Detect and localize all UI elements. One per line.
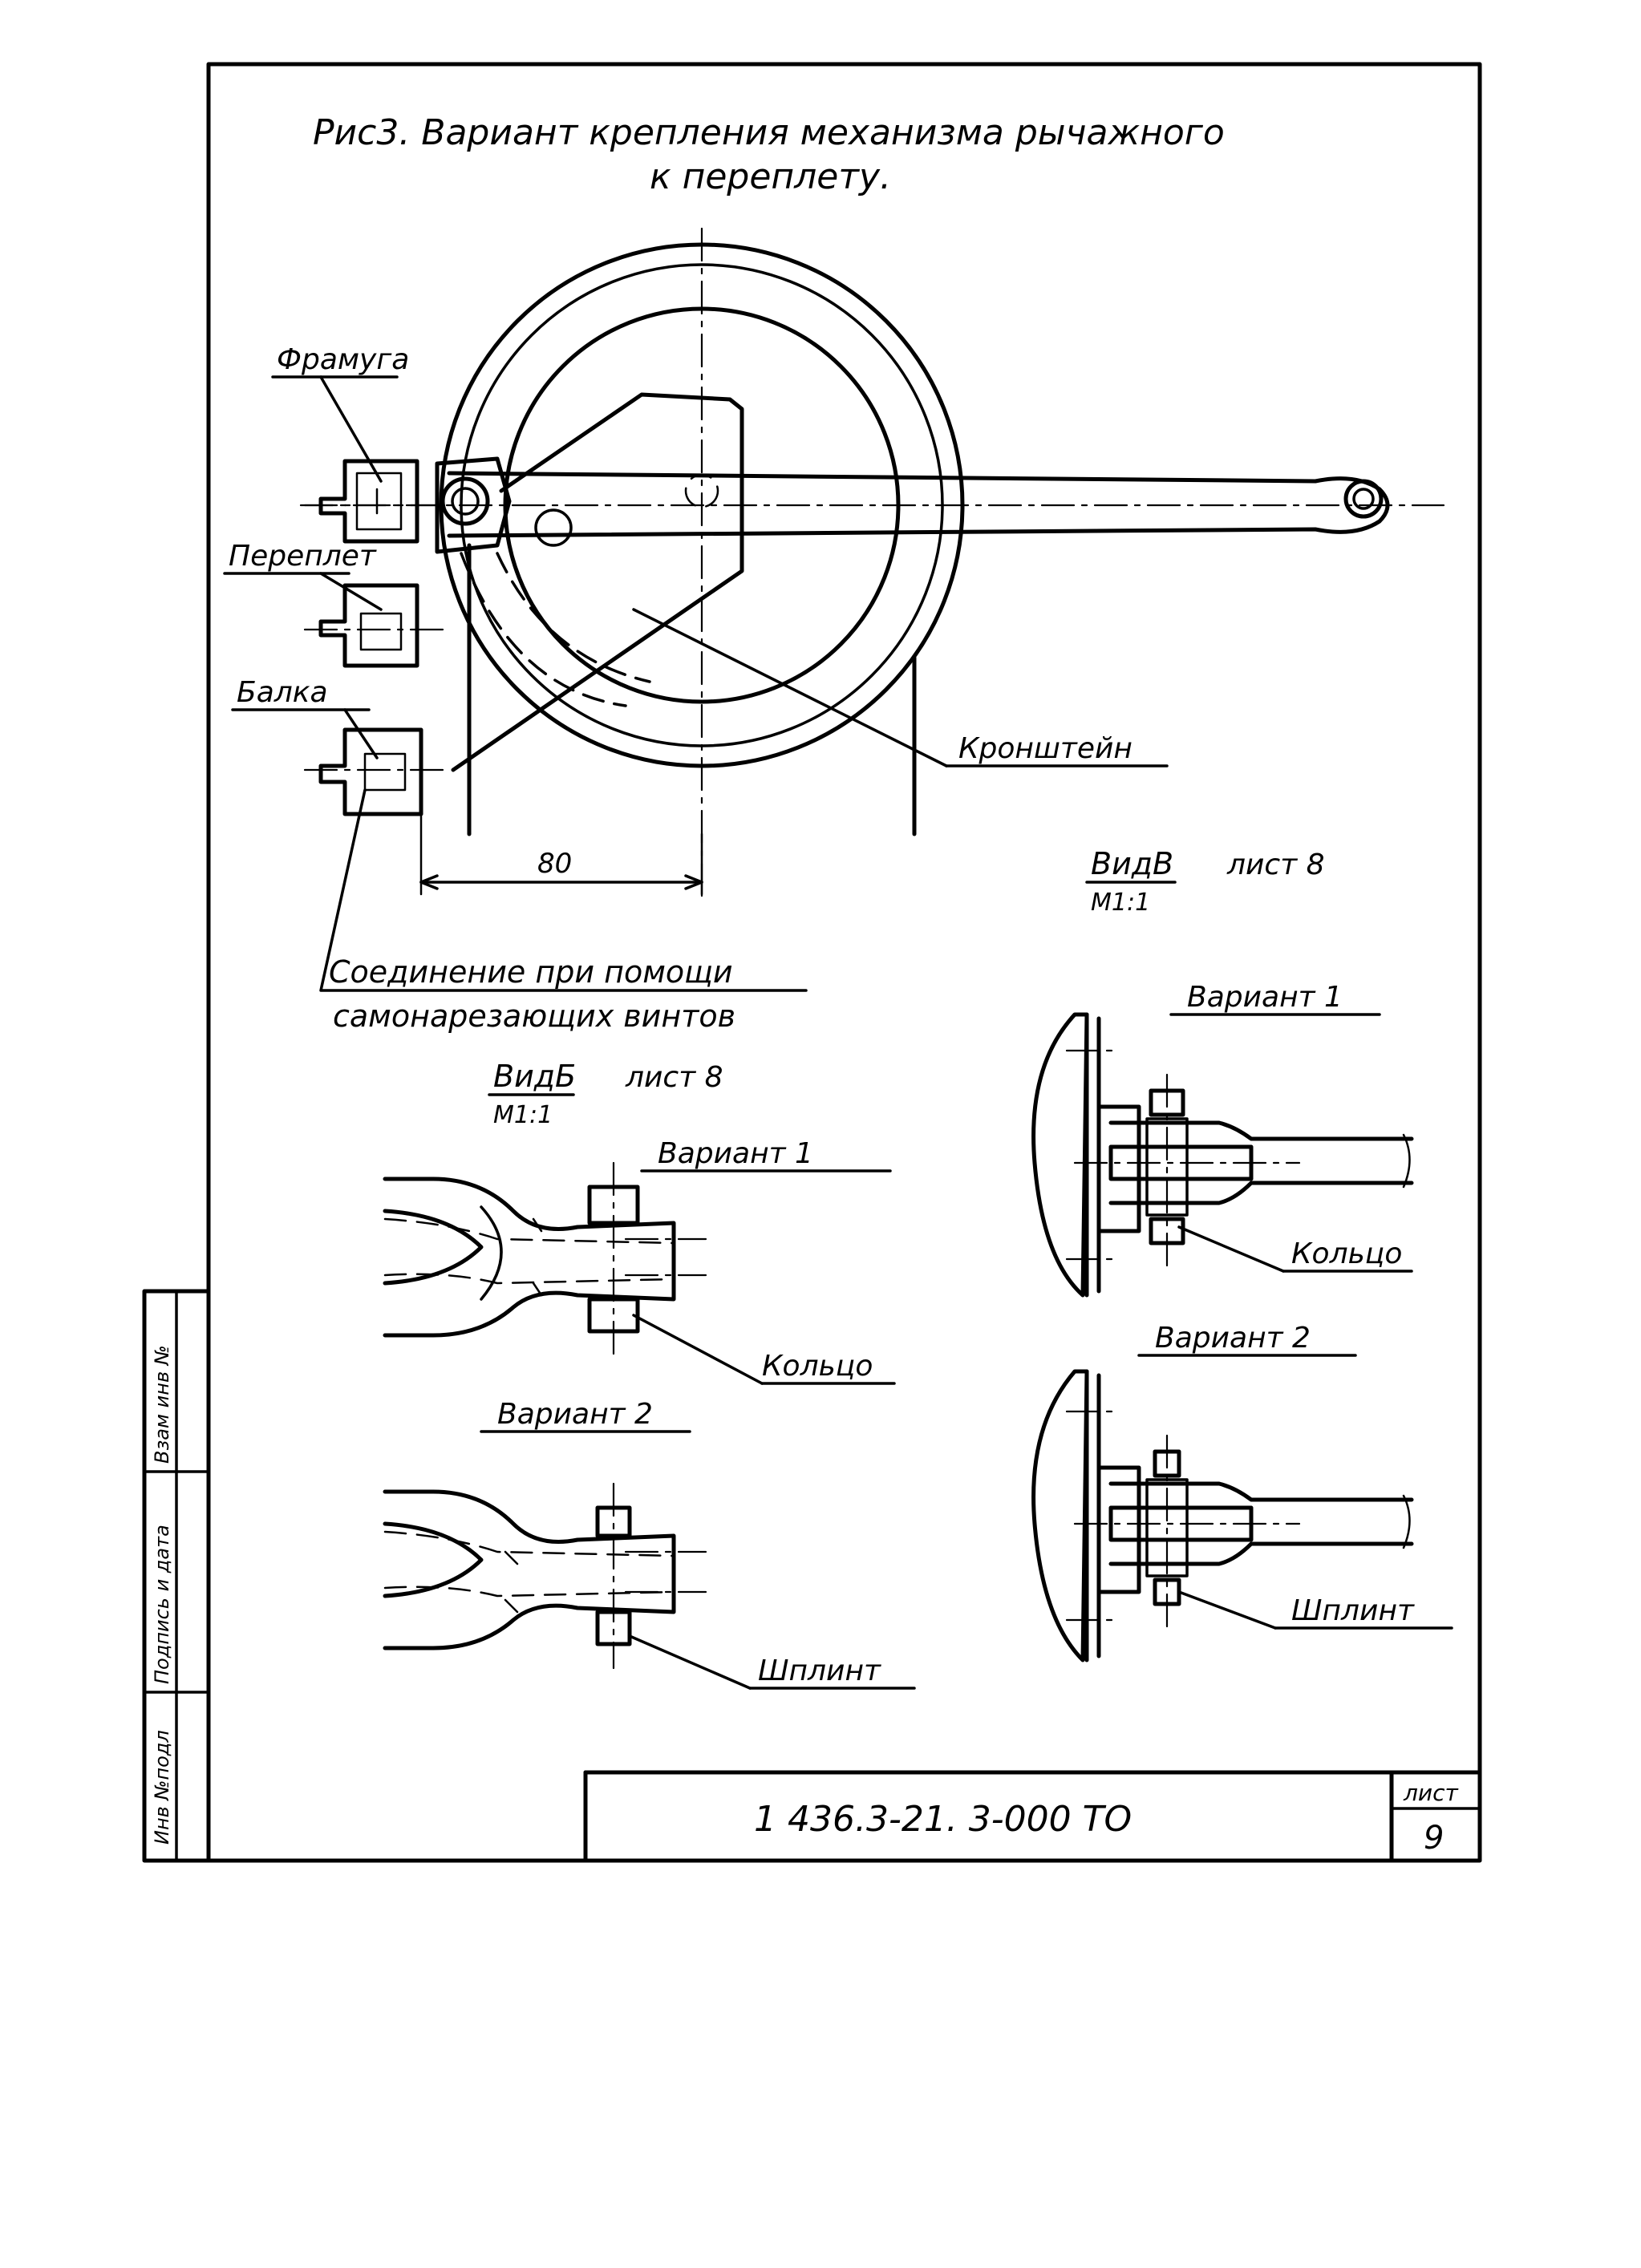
view-b-scale: М1:1 (493, 1101, 553, 1129)
figure-title-line1: Рис3. Вариант крепления механизма рычажн… (313, 112, 1225, 153)
stamp-vzam-inv: Взам инв № (151, 1345, 173, 1464)
view-b-sheet-ref: лист 8 (625, 1061, 723, 1094)
view-v: ВидВ М1:1 лист 8 Вариант 1 Кольцо Вар (1031, 846, 1453, 1663)
sheet-label: лист (1403, 1780, 1458, 1806)
lever-hole (534, 508, 573, 547)
lever-arm (435, 456, 1390, 554)
view-v-variant2-title: Вариант 2 (1155, 1322, 1311, 1355)
dimension-80: 80 (419, 812, 703, 896)
stamp-inv-podl: Инв №подл (151, 1730, 173, 1845)
dimension-label: 80 (537, 848, 572, 880)
profile-balka (303, 727, 451, 816)
sheet-frame (142, 62, 1482, 1863)
view-b-fork-variant1 (383, 1161, 707, 1357)
view-v-scale: М1:1 (1091, 889, 1150, 917)
label-framuga: Фрамуга (277, 343, 409, 376)
kronshtein-bracket (451, 392, 917, 836)
label-pereplet: Переплет (229, 540, 377, 573)
view-v-variant2-callout: Шплинт (1291, 1594, 1415, 1627)
view-v-variant1-callout: Кольцо (1291, 1237, 1402, 1270)
view-b-variant1-title: Вариант 1 (658, 1137, 813, 1170)
lever-pivot-eye (440, 476, 490, 526)
view-v-variant2 (1031, 1369, 1414, 1663)
profile-pereplet (303, 583, 451, 668)
lever-end-eye (1343, 479, 1384, 519)
view-b-fork-variant2 (383, 1482, 707, 1670)
view-b: ВидБ М1:1 лист 8 Вариант 1 Кольцо Вариан… (383, 1059, 916, 1690)
label-kronshtein: Кронштейн (958, 732, 1132, 765)
stamp-podpis-data: Подпись и дата (151, 1525, 173, 1684)
view-v-variant1 (1031, 1012, 1414, 1298)
view-b-variant2-callout: Шплинт (758, 1654, 881, 1687)
doc-code: 1 436.3-21. 3-000 ТО (754, 1799, 1132, 1840)
view-b-variant2-title: Вариант 2 (497, 1398, 653, 1431)
view-b-variant1-callout: Кольцо (762, 1350, 873, 1383)
sheet-number: 9 (1424, 1820, 1444, 1857)
view-v-variant1-title: Вариант 1 (1187, 981, 1343, 1014)
profile-framuga (303, 459, 439, 544)
figure-title-line2: к переплету. (650, 156, 891, 197)
view-b-title: ВидБ (493, 1059, 576, 1094)
side-stamp: Инв №подл Подпись и дата Взам инв № (151, 1345, 173, 1845)
main-view: 80 Фрамуга Переплет Балка Кронштейн Соед… (223, 227, 1445, 1034)
label-connection-line2: самонарезающих винтов (333, 998, 735, 1034)
view-v-sheet-ref: лист 8 (1226, 848, 1325, 881)
label-balka: Балка (237, 676, 328, 709)
label-connection-line1: Соединение при помощи (329, 954, 733, 990)
view-v-title: ВидВ (1091, 846, 1173, 881)
